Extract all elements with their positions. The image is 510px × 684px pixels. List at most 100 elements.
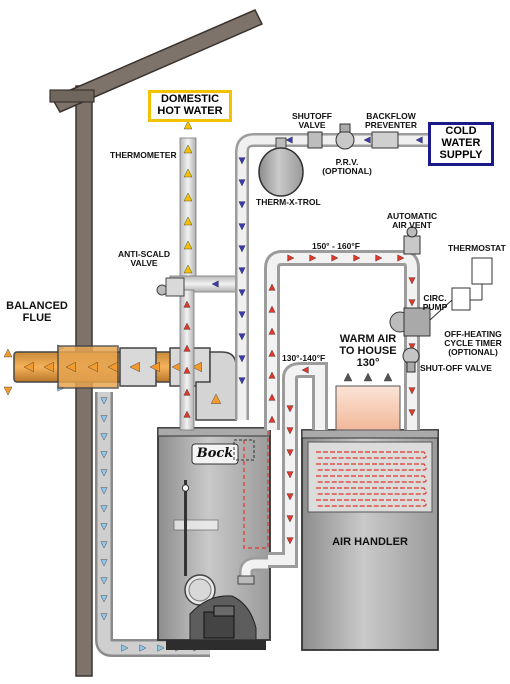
cold-flow-arrow (238, 289, 246, 297)
circ-pump-label: CIRC. PUMP (420, 294, 450, 312)
heating-flow-arrow (375, 254, 383, 262)
backflow-line1: BACKFLOW (366, 111, 416, 121)
domestic-hot-water-line2: HOT WATER (157, 105, 223, 117)
air-handler (301, 385, 439, 651)
balanced-flue (3, 345, 237, 421)
warm-air-line3: 130° (356, 357, 380, 369)
heating-flow-arrow (408, 299, 416, 307)
cold-water-supply-line1: COLD (445, 125, 477, 137)
prv-line1: P.R.V. (335, 157, 359, 167)
flue-exhaust-arrow (3, 348, 13, 358)
air-vent-line1: AUTOMATIC (386, 211, 438, 221)
heating-flow-arrow (408, 409, 416, 417)
fresh-air-arrow (100, 487, 108, 495)
backflow-line2: PREVENTER (365, 120, 417, 130)
heating-flow-arrow (397, 254, 405, 262)
heating-flow-arrow (268, 327, 276, 335)
cold-flow-arrow (238, 267, 246, 275)
warm-air-label: WARM AIR TO HOUSE 130° (332, 333, 404, 369)
heating-flow-arrow (268, 305, 276, 313)
air-handler-label: AIR HANDLER (332, 536, 408, 548)
domestic-flow-arrow (183, 240, 193, 250)
heating-flow-arrow (353, 254, 361, 262)
flue-exhaust-arrow (210, 393, 222, 404)
coil-line (316, 475, 427, 483)
cold-flow-arrows (238, 136, 423, 385)
flue-exhaust-arrow (149, 361, 160, 373)
domestic-flow-arrow (183, 216, 193, 226)
fresh-air-arrow (100, 577, 108, 585)
heating-flow-arrow (268, 349, 276, 357)
therm-x-trol-tank (258, 137, 304, 197)
heating-flow-arrow (268, 393, 276, 401)
domestic-flow-arrow (183, 144, 193, 154)
balanced-flue-line2: FLUE (22, 312, 52, 324)
heating-flow-arrow (309, 254, 317, 262)
flue-exhaust-arrow (65, 361, 76, 373)
cold-flow-arrow (238, 179, 246, 187)
heating-flow-arrow (286, 515, 294, 523)
heating-flow-arrow (331, 254, 339, 262)
cold-flow-arrow (238, 157, 246, 165)
fresh-air-arrow (157, 644, 165, 652)
fresh-air-arrow (100, 505, 108, 513)
domestic-flow-arrow (183, 192, 193, 202)
warm-air-line1: WARM AIR (339, 333, 397, 345)
fresh-air-arrow (100, 613, 108, 621)
domestic-flow-arrow (183, 388, 191, 396)
cold-water-pipe (235, 133, 430, 420)
fresh-air-arrow (100, 433, 108, 441)
fresh-air-arrow (139, 644, 147, 652)
fresh-air-arrow (100, 541, 108, 549)
heating-flow-arrow (268, 415, 276, 423)
balanced-flue-label: BALANCED FLUE (4, 300, 70, 324)
flue-exhaust-arrows (3, 348, 222, 404)
flue-exhaust-arrow (107, 361, 118, 373)
cold-flow-arrow (238, 223, 246, 231)
heating-flow-arrow (286, 449, 294, 457)
cold-water-supply-line2: WATER (441, 137, 481, 149)
prv-line2: (OPTIONAL) (322, 166, 372, 176)
heating-flow-arrow (408, 343, 416, 351)
cold-flow-arrow (285, 136, 293, 144)
timer-line1: OFF-HEATING (444, 329, 502, 339)
cold-flow-arrow (238, 333, 246, 341)
shut-off-valve-label: SHUT-OFF VALVE (420, 363, 492, 373)
heating-flow-arrow (286, 537, 294, 545)
supply-valves (307, 123, 399, 150)
warm-air-arrow (363, 372, 373, 382)
flue-exhaust-arrow (87, 361, 98, 373)
heating-flow-arrow (301, 366, 309, 374)
supply-temp-label: 150° - 160°F (312, 241, 360, 251)
domestic-flow-arrow (183, 344, 191, 352)
air-handler-grille (316, 451, 427, 507)
heating-flow-arrow (268, 371, 276, 379)
brand-logo: Bock (196, 446, 234, 461)
timer-line3: (OPTIONAL) (448, 347, 498, 357)
pump-assembly (389, 226, 493, 373)
circ-pump-line1: CIRC. (423, 293, 447, 303)
water-heater (157, 427, 271, 650)
coil-line (316, 451, 427, 459)
heating-flow-arrow (286, 471, 294, 479)
domestic-flow-arrow (183, 120, 193, 130)
heating-flow-arrow (408, 387, 416, 395)
coil-line (316, 463, 427, 471)
warm-air-arrow (383, 372, 393, 382)
circ-pump-line2: PUMP (422, 302, 448, 312)
anti-scald-valve-label: ANTI-SCALD VALVE (116, 250, 172, 268)
fresh-air-arrow (100, 469, 108, 477)
fresh-air-arrow (100, 451, 108, 459)
domestic-flow-arrow (183, 168, 193, 178)
fresh-air-arrow (100, 595, 108, 603)
balanced-flue-line1: BALANCED (6, 300, 68, 312)
heating-flow-arrow (286, 427, 294, 435)
heating-flow-arrow (268, 283, 276, 291)
off-heating-timer-label: OFF-HEATING CYCLE TIMER (OPTIONAL) (440, 330, 506, 357)
domestic-flow-arrow (183, 300, 191, 308)
cold-flow-arrow (238, 201, 246, 209)
thermometer-label: THERMOMETER (110, 150, 177, 160)
cold-flow-arrow (238, 377, 246, 385)
coil-line (316, 487, 427, 495)
domestic-flow-arrow (183, 322, 191, 330)
